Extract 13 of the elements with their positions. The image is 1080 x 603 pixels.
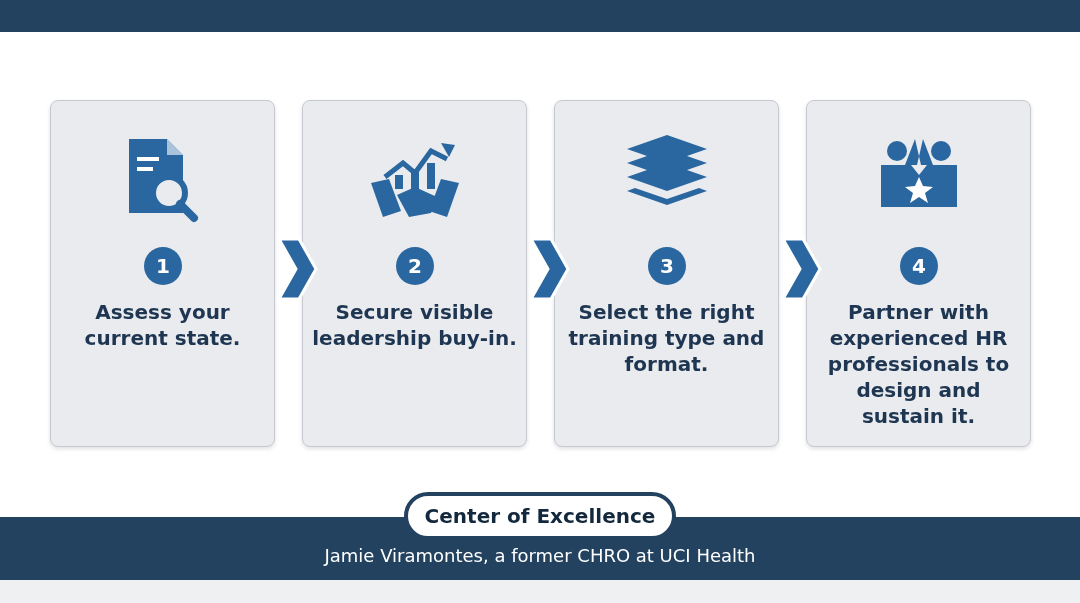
step-title: Select the right training type and format.: [567, 299, 766, 377]
step-card: [50, 100, 275, 447]
step-number: 4: [900, 247, 938, 285]
step-number: 1: [144, 247, 182, 285]
step-number: 2: [396, 247, 434, 285]
step-card: [806, 100, 1031, 447]
step-title: Secure visible leadership buy-in.: [311, 299, 518, 351]
step-card: [302, 100, 527, 447]
caption: Jamie Viramontes, a former CHRO at UCI Health: [322, 545, 757, 566]
step-title: Partner with experienced HR professionals to design and sustain it.: [826, 299, 1011, 429]
step-title: Assess your current state.: [83, 299, 242, 351]
step-card: [554, 100, 779, 447]
step-number: 3: [648, 247, 686, 285]
